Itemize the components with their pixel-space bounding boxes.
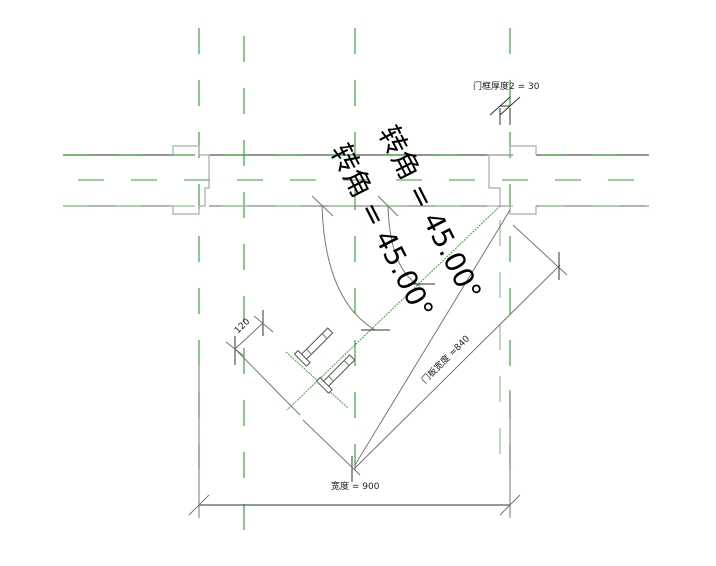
door-frames (172, 145, 537, 215)
frame-thickness-dimension: 门框厚度2 = 30 (473, 80, 540, 125)
width-dimension: 宽度 = 900 (188, 360, 521, 518)
panel-width-dimension: 门板宽度 =840 (302, 224, 568, 482)
frame-thickness-label[interactable]: 门框厚度2 = 30 (473, 80, 540, 92)
handle-offset-dimension: 120 (225, 310, 301, 416)
door-panel-line[interactable] (354, 209, 511, 466)
right-frame[interactable] (488, 145, 537, 215)
wall (63, 154, 649, 207)
handle-reference (285, 351, 349, 409)
door-panel-reference[interactable] (286, 205, 501, 411)
width-label[interactable]: 宽度 = 900 (331, 480, 380, 492)
angle-arcs (311, 195, 435, 331)
handle-offset-label[interactable]: 120 (233, 317, 252, 336)
door-handle-2[interactable] (315, 351, 359, 394)
angle-arc-inner[interactable] (387, 205, 421, 287)
door-handle-1[interactable] (293, 324, 337, 367)
angle-arc-outer[interactable] (321, 205, 376, 331)
left-frame[interactable] (172, 145, 210, 215)
